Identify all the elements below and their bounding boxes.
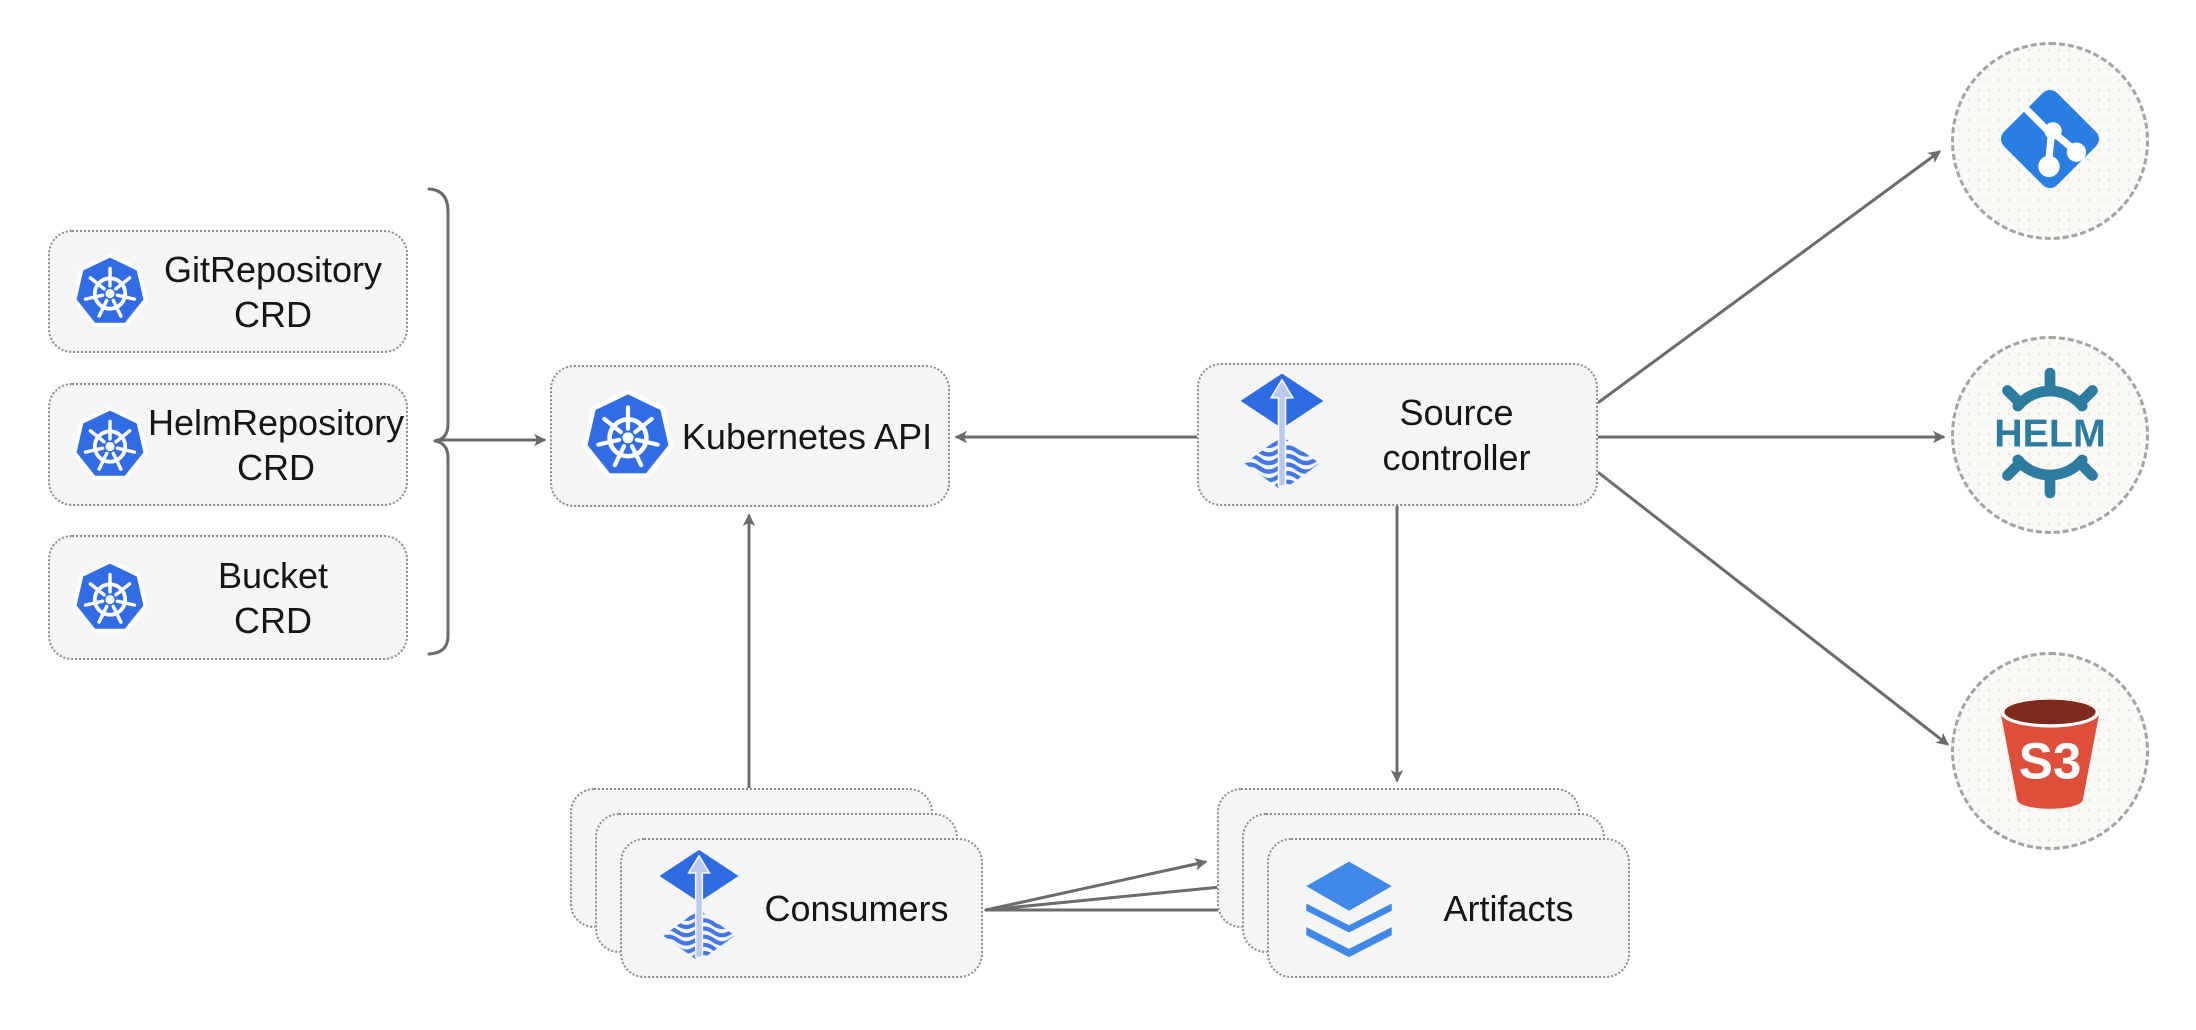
layers-icon [1301,858,1397,958]
node-label: Kubernetes API [681,415,933,457]
arrow-consumers-to-artifacts-2 [984,880,1234,912]
kubernetes-icon [582,390,674,482]
flux-icon [658,848,740,968]
git-icon [1989,78,2111,205]
helm-icon: HELM [1974,357,2126,514]
kubernetes-icon [72,559,148,636]
crd-group-bracket [427,187,450,656]
s3-bucket-icon: S3 [1986,680,2114,822]
arrow-source-controller-to-s3 [1597,471,1949,746]
node-label: Artifacts [1443,887,1574,929]
node-helm-endpoint: HELM [1951,336,2149,534]
arrow-consumers-to-artifacts-1 [984,858,1208,912]
arrow-source-controller-to-git [1597,150,1942,404]
kubernetes-icon [72,253,148,330]
node-artifacts: Artifacts [1267,838,1630,978]
node-s3-endpoint: S3 [1951,652,2149,850]
kubernetes-icon [72,406,148,483]
node-kubernetes-api: Kubernetes API [550,365,950,507]
node-consumers: Consumers [620,838,983,978]
helm-label: HELM [1994,411,2105,455]
node-label: Consumers [764,887,949,929]
node-git-endpoint [1951,42,2149,240]
flux-icon [1239,372,1325,497]
s3-label: S3 [2019,733,2082,790]
